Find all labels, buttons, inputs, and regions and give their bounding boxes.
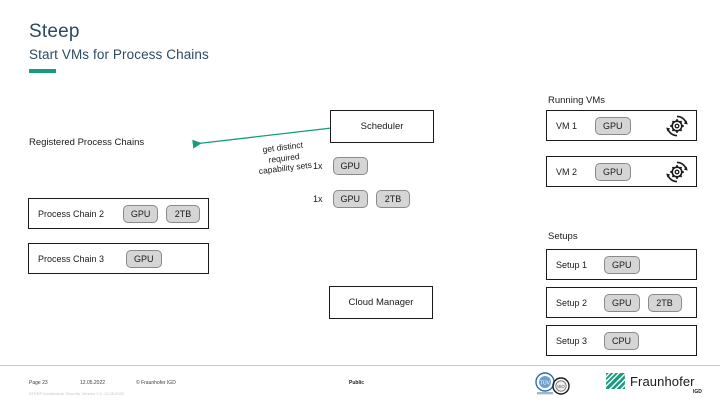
- setup-row[interactable]: Setup 3 CPU: [546, 325, 697, 356]
- capability-chip-gpu: GPU: [604, 293, 640, 312]
- fraunhofer-mark-icon: [606, 373, 625, 389]
- running-vm-row[interactable]: VM 2 GPU: [546, 156, 697, 187]
- setup-row[interactable]: Setup 1 GPU: [546, 249, 697, 280]
- process-chain-row[interactable]: Process Chain 2 GPU 2TB: [28, 198, 209, 229]
- setups-heading: Setups: [548, 231, 578, 242]
- footer-divider: [0, 365, 720, 366]
- running-vm-row[interactable]: VM 1 GPU: [546, 110, 697, 141]
- capability-chip-2tb: 2TB: [647, 293, 682, 312]
- capability-chip-gpu: GPU: [123, 204, 158, 223]
- setup-row[interactable]: Setup 2 GPU 2TB: [546, 287, 697, 318]
- capability-chip-2tb: 2TB: [376, 190, 411, 208]
- footer-fineprint: STEEP Architecture Security, Version 1.0…: [29, 391, 125, 396]
- fraunhofer-wordmark: Fraunhofer: [630, 373, 695, 389]
- cloud-manager-label: Cloud Manager: [348, 297, 414, 308]
- capability-request-row: 1x GPU: [313, 157, 376, 175]
- process-chain-row[interactable]: Process Chain 3 GPU: [28, 243, 209, 274]
- page-title: Steep: [29, 21, 80, 42]
- capability-chip-cpu: CPU: [604, 331, 640, 350]
- capability-request-count: 1x: [313, 194, 323, 204]
- page-subtitle: Start VMs for Process Chains: [29, 47, 209, 62]
- footer-classification: Public: [349, 380, 365, 386]
- setup-name: Setup 3: [556, 335, 588, 346]
- footer-copyright: © Fraunhofer IGD: [136, 380, 176, 386]
- capability-chip-gpu: GPU: [126, 249, 162, 268]
- get-capabilities-arrow-icon: [192, 126, 337, 149]
- cloud-manager-box[interactable]: Cloud Manager: [329, 286, 433, 319]
- certification-badges-icon: TÜV ISO: [535, 372, 570, 395]
- capability-chip-gpu: GPU: [595, 116, 631, 135]
- capability-chip-gpu: GPU: [332, 190, 369, 208]
- svg-text:TÜV: TÜV: [540, 380, 551, 387]
- capability-chip-gpu: GPU: [595, 162, 631, 181]
- svg-text:ISO: ISO: [557, 384, 565, 389]
- scheduler-box[interactable]: Scheduler: [330, 110, 434, 143]
- capability-request-row: 1x GPU 2TB: [313, 190, 418, 208]
- setup-name: Setup 1: [556, 259, 588, 270]
- registered-process-chains-heading: Registered Process Chains: [29, 137, 145, 148]
- process-chain-name: Process Chain 3: [38, 253, 105, 264]
- gear-processing-icon: [666, 161, 688, 182]
- accent-underline: [29, 69, 56, 73]
- fraunhofer-institute-label: IGD: [693, 389, 702, 395]
- capability-chip-gpu: GPU: [332, 157, 369, 175]
- capability-chip-2tb: 2TB: [166, 204, 200, 223]
- fraunhofer-logo: Fraunhofer: [606, 373, 695, 389]
- gear-processing-icon: [666, 115, 688, 136]
- vm-name: VM 1: [556, 120, 578, 131]
- setup-name: Setup 2: [556, 297, 588, 308]
- footer-page-number: Page 23: [29, 380, 48, 386]
- process-chain-name: Process Chain 2: [38, 208, 105, 219]
- scheduler-label: Scheduler: [360, 121, 404, 132]
- vm-name: VM 2: [556, 166, 578, 177]
- capability-chip-gpu: GPU: [604, 255, 640, 274]
- footer-date: 12.05.2022: [80, 380, 106, 386]
- running-vms-heading: Running VMs: [548, 95, 606, 106]
- capability-request-count: 1x: [313, 161, 323, 171]
